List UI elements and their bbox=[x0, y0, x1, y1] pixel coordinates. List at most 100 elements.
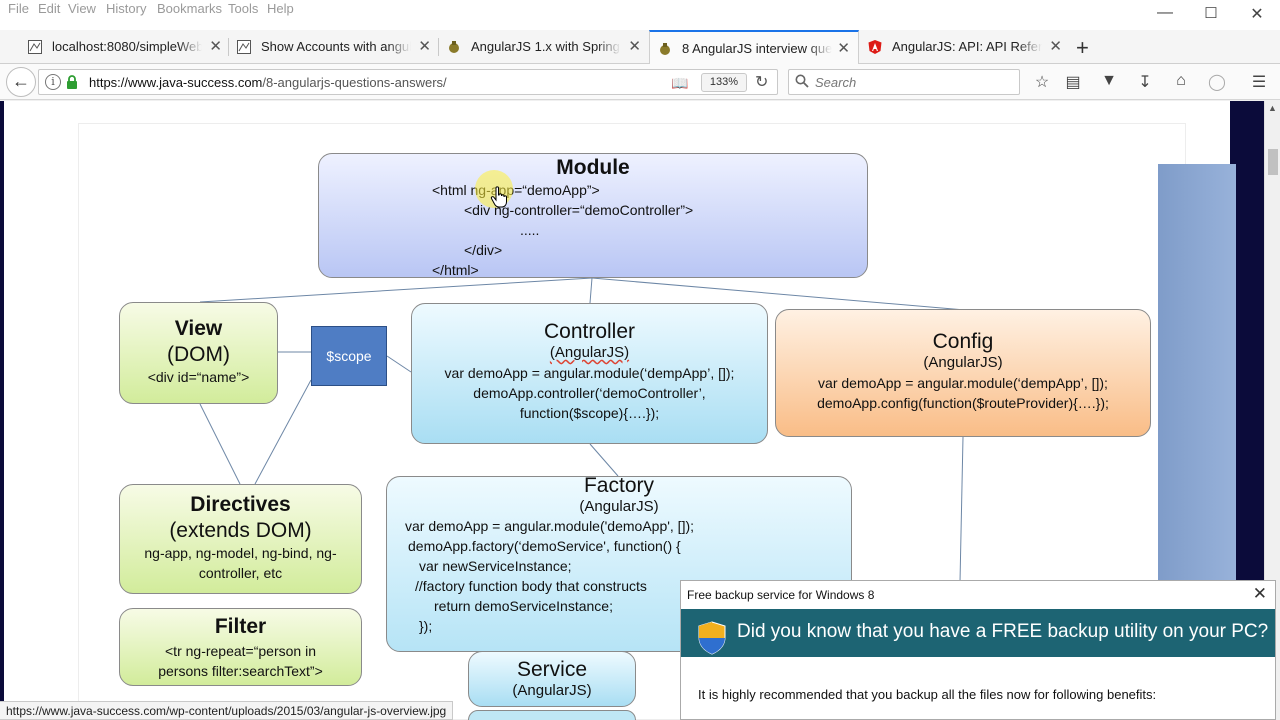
filter-line: persons filter:searchText”> bbox=[158, 663, 323, 679]
factory-line: }); bbox=[419, 618, 433, 634]
module-line: <html ng-app=“demoApp”> bbox=[432, 182, 600, 198]
view-subtitle: (DOM) bbox=[167, 343, 230, 366]
popup-banner: Did you know that you have a FREE backup… bbox=[681, 609, 1275, 657]
config-line: var demoApp = angular.module(‘dempApp’, … bbox=[818, 375, 1108, 391]
controller-title: Controller bbox=[543, 320, 636, 343]
menu-tools[interactable]: Tools bbox=[228, 1, 259, 16]
module-box: Module <html ng-app=“demoApp”> <div ng-c… bbox=[318, 153, 868, 278]
menu-bookmarks[interactable]: Bookmarks bbox=[157, 1, 223, 16]
module-line: </div> bbox=[464, 242, 503, 258]
menu-view[interactable]: View bbox=[68, 1, 96, 16]
search-placeholder: Search bbox=[815, 75, 857, 90]
angular-favicon-icon bbox=[868, 40, 882, 54]
tab-interview-questions[interactable]: 8 AngularJS interview questi ✕ bbox=[649, 30, 859, 65]
config-line: demoApp.config(function($routeProvider){… bbox=[817, 395, 1109, 411]
scope-box: $scope bbox=[311, 326, 387, 386]
tab-close-icon[interactable]: ✕ bbox=[837, 40, 850, 57]
popup-header: Free backup service for Windows 8 ✕ bbox=[681, 581, 1275, 609]
hamburger-menu-icon[interactable]: ☰ bbox=[1251, 74, 1267, 91]
filter-box: Filter <tr ng-repeat=“person in persons … bbox=[119, 608, 362, 686]
factory-subtitle: (AngularJS) bbox=[579, 498, 659, 515]
maximize-icon[interactable]: ☐ bbox=[1204, 5, 1218, 22]
tab-close-icon[interactable]: ✕ bbox=[628, 38, 641, 55]
service-box-lower bbox=[468, 710, 636, 720]
zoom-level[interactable]: 133% bbox=[701, 73, 747, 92]
backup-popup: Free backup service for Windows 8 ✕ Did … bbox=[680, 580, 1276, 720]
scroll-up-icon[interactable]: ▲ bbox=[1268, 103, 1277, 113]
back-arrow-icon[interactable]: ← bbox=[6, 67, 36, 97]
tab-show-accounts[interactable]: Show Accounts with angula ✕ bbox=[229, 30, 439, 64]
lock-icon bbox=[67, 75, 77, 89]
factory-line: var newServiceInstance; bbox=[419, 558, 572, 574]
popup-body-text: It is highly recommended that you backup… bbox=[698, 687, 1157, 702]
service-subtitle: (AngularJS) bbox=[512, 682, 592, 699]
filter-line: <tr ng-repeat=“person in bbox=[165, 643, 316, 659]
url-text: https://www.java-success.com/8-angularjs… bbox=[89, 75, 447, 90]
tab-angularjs-api[interactable]: AngularJS: API: API Referenc ✕ bbox=[860, 30, 1070, 64]
module-line: ..... bbox=[520, 222, 540, 238]
popup-headline: Did you know that you have a FREE backup… bbox=[737, 621, 1269, 642]
vertical-scrollbar[interactable]: ▲ bbox=[1264, 101, 1280, 720]
reader-view-icon[interactable]: 📖 bbox=[671, 75, 689, 91]
directives-title: Directives bbox=[190, 493, 291, 516]
menu-help[interactable]: Help bbox=[267, 1, 294, 16]
search-input[interactable]: Search bbox=[788, 69, 1020, 95]
scrollbar-thumb[interactable] bbox=[1268, 149, 1278, 175]
tab-close-icon[interactable]: ✕ bbox=[1049, 38, 1062, 55]
config-box: Config (AngularJS) var demoApp = angular… bbox=[775, 309, 1151, 437]
tab-strip: localhost:8080/simpleWeb/a ✕ Show Accoun… bbox=[0, 30, 1280, 65]
view-title: View bbox=[174, 317, 223, 340]
controller-subtitle: (AngularJS) bbox=[549, 344, 630, 361]
tab-title: AngularJS 1.x with Spring M bbox=[471, 39, 621, 54]
account-icon[interactable]: ◯ bbox=[1208, 74, 1226, 91]
download-icon[interactable]: ↧ bbox=[1138, 74, 1152, 91]
bookmarks-library-icon[interactable]: ▤ bbox=[1065, 74, 1081, 91]
directives-line: controller, etc bbox=[198, 565, 283, 581]
home-icon[interactable]: ⌂ bbox=[1176, 72, 1186, 89]
info-icon[interactable]: i bbox=[45, 74, 61, 90]
status-bar: https://www.java-success.com/wp-content/… bbox=[0, 701, 454, 720]
bookmark-star-icon[interactable]: ☆ bbox=[1034, 74, 1050, 91]
factory-line: //factory function body that constructs bbox=[415, 578, 647, 594]
menu-file[interactable]: File bbox=[8, 1, 29, 16]
tab-title: 8 AngularJS interview questi bbox=[682, 41, 832, 56]
factory-title: Factory bbox=[583, 474, 654, 497]
menu-edit[interactable]: Edit bbox=[38, 1, 61, 16]
tab-title: Show Accounts with angula bbox=[261, 39, 411, 54]
pocket-icon[interactable]: ▼ bbox=[1101, 72, 1117, 89]
popup-close-icon[interactable]: ✕ bbox=[1252, 584, 1267, 603]
shield-icon bbox=[698, 621, 726, 655]
controller-box: Controller (AngularJS) var demoApp = ang… bbox=[411, 303, 768, 444]
directives-box: Directives (extends DOM) ng-app, ng-mode… bbox=[119, 484, 362, 594]
tab-title: localhost:8080/simpleWeb/a bbox=[52, 39, 202, 54]
directives-line: ng-app, ng-model, ng-bind, ng- bbox=[144, 545, 337, 561]
tab-angularjs-spring[interactable]: AngularJS 1.x with Spring M ✕ bbox=[439, 30, 649, 64]
reload-icon[interactable]: ↻ bbox=[755, 74, 769, 91]
window-close-icon[interactable]: ✕ bbox=[1250, 6, 1264, 23]
factory-box: Factory (AngularJS) var demoApp = angula… bbox=[386, 474, 852, 652]
module-line: </html> bbox=[432, 262, 479, 278]
page-favicon-icon bbox=[237, 40, 251, 54]
url-bar[interactable]: i https://www.java-success.com/8-angular… bbox=[38, 69, 778, 95]
navigation-bar: ← i https://www.java-success.com/8-angul… bbox=[0, 64, 1280, 100]
tab-close-icon[interactable]: ✕ bbox=[209, 38, 222, 55]
factory-line: demoApp.factory(‘demoService', function(… bbox=[408, 538, 681, 554]
config-subtitle: (AngularJS) bbox=[923, 354, 1003, 371]
config-title: Config bbox=[932, 330, 994, 353]
hand-cursor-icon bbox=[490, 186, 507, 208]
menu-bar: File Edit View History Bookmarks Tools H… bbox=[0, 0, 1280, 30]
tab-localhost[interactable]: localhost:8080/simpleWeb/a ✕ bbox=[20, 30, 230, 64]
factory-line: return demoServiceInstance; bbox=[434, 598, 613, 614]
site-favicon-icon bbox=[660, 43, 670, 55]
tab-close-icon[interactable]: ✕ bbox=[418, 38, 431, 55]
new-tab-icon[interactable]: + bbox=[1076, 35, 1089, 60]
directives-subtitle: (extends DOM) bbox=[169, 519, 312, 542]
site-favicon-icon bbox=[449, 41, 459, 53]
minimize-icon[interactable]: — bbox=[1157, 4, 1173, 21]
service-title: Service bbox=[516, 658, 588, 681]
search-icon bbox=[795, 74, 809, 88]
tab-title: AngularJS: API: API Referenc bbox=[892, 39, 1042, 54]
view-line: <div id=“name”> bbox=[147, 369, 250, 385]
menu-history[interactable]: History bbox=[106, 1, 147, 16]
filter-title: Filter bbox=[214, 615, 267, 638]
